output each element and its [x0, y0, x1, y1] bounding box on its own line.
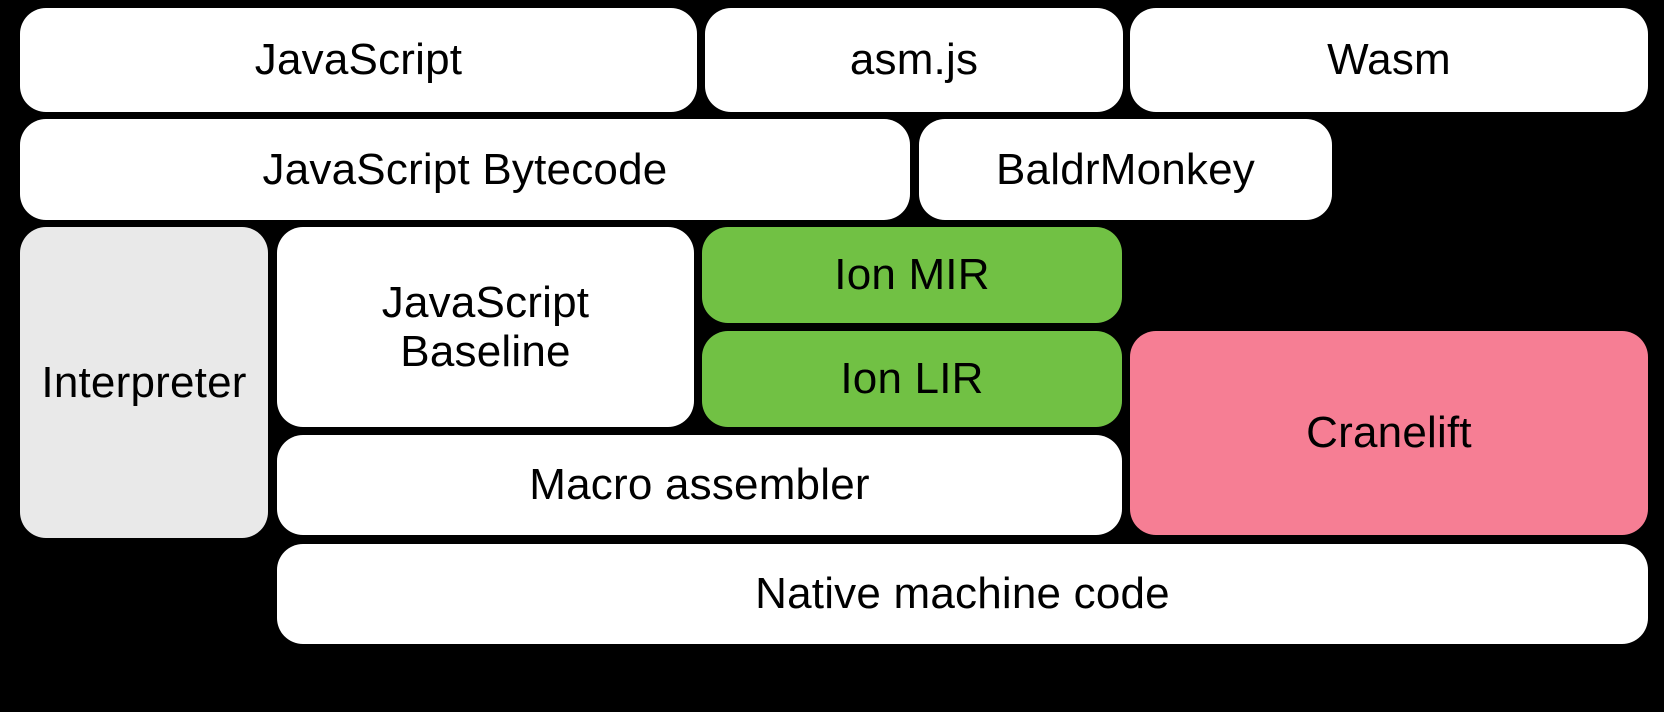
node-native-machine-code[interactable]: Native machine code	[277, 544, 1648, 644]
node-cranelift[interactable]: Cranelift	[1130, 331, 1648, 535]
node-macro-assembler[interactable]: Macro assembler	[277, 435, 1122, 535]
node-wasm[interactable]: Wasm	[1130, 8, 1648, 112]
node-javascript[interactable]: JavaScript	[20, 8, 697, 112]
node-ion-mir[interactable]: Ion MIR	[702, 227, 1122, 323]
node-javascript-bytecode[interactable]: JavaScript Bytecode	[20, 119, 910, 220]
node-asm-js[interactable]: asm.js	[705, 8, 1123, 112]
node-javascript-baseline[interactable]: JavaScript Baseline	[277, 227, 694, 427]
node-baldrmonkey[interactable]: BaldrMonkey	[919, 119, 1332, 220]
node-ion-lir[interactable]: Ion LIR	[702, 331, 1122, 427]
node-interpreter[interactable]: Interpreter	[20, 227, 268, 538]
